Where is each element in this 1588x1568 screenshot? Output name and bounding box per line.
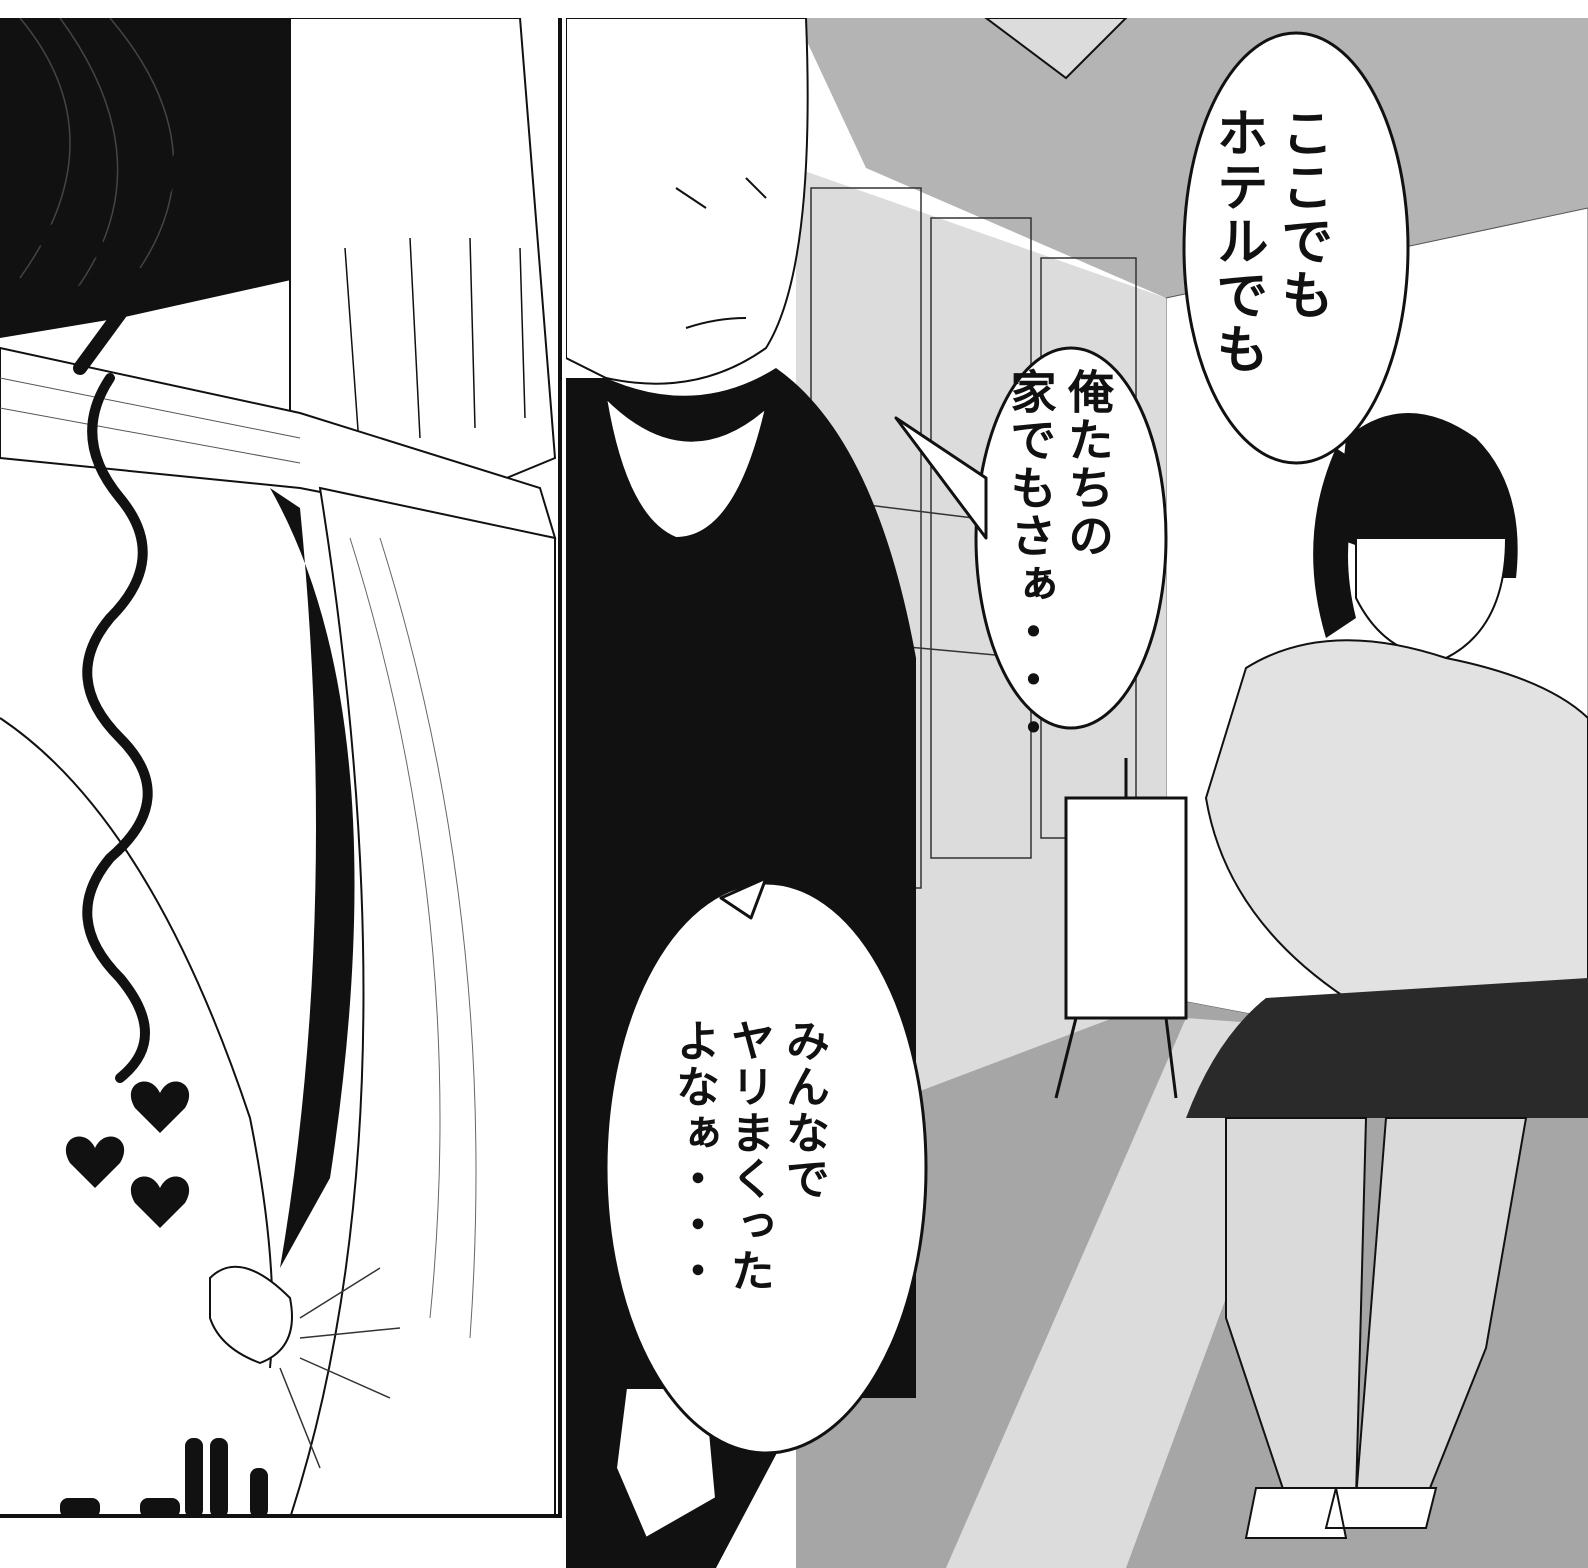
right-thigh: [290, 486, 556, 1514]
man-head: [566, 18, 809, 385]
speech-line: みんなで: [778, 1018, 829, 1202]
easel: [1054, 758, 1188, 1099]
speech-bubble-bottom-tail: [719, 876, 768, 920]
left-panel-art: [0, 18, 557, 1514]
right-panel-art: [566, 18, 1588, 1568]
woman-shoes: [1244, 1487, 1438, 1539]
speech-bubble-bottom: [604, 881, 928, 1455]
waistband-lines: [0, 377, 301, 464]
speech-line: 家でもさぁ・・・: [1003, 368, 1058, 752]
squiggle-line: [82, 373, 153, 1083]
woman-skirt: [1186, 978, 1588, 1118]
dark-gap: [270, 488, 355, 1268]
finger-tip: [209, 1265, 293, 1365]
speech-text-middle: 俺たちの 家でもさぁ・・・: [1001, 368, 1116, 768]
speech-line: よなぁ・・・: [668, 1018, 719, 1294]
thigh-contour-lines: [349, 537, 477, 1339]
speech-line: ヤリまくった: [723, 1018, 774, 1294]
speech-text-bottom: みんなで ヤリまくった よなぁ・・・: [666, 1018, 831, 1418]
speech-bubble-top: [1182, 31, 1410, 465]
motion-dashes: [13, 51, 257, 375]
woman-blouse: [1204, 639, 1588, 999]
ceiling-light: [984, 18, 1128, 80]
speech-line: 俺たちの: [1061, 368, 1115, 560]
man-neck-area: [604, 395, 768, 540]
woman-hair: [1336, 413, 1518, 578]
left-panel: [0, 18, 562, 1518]
right-panel: ここでも ホテルでも 俺たちの 家でもさぁ・・・ みんなで ヤリまくった よなぁ…: [566, 18, 1588, 1568]
finger-lines: [344, 237, 526, 459]
woman-ponytail: [1313, 448, 1366, 638]
bottom-sfx-marks: [60, 1438, 268, 1514]
speech-line: ここでも: [1272, 106, 1332, 322]
speech-text-top: ここでも ホテルでも: [1204, 106, 1334, 436]
woman-figure: [1186, 413, 1588, 1539]
impact-lines: [279, 1267, 401, 1469]
heart-marks: [65, 1081, 190, 1228]
man-face-features: [675, 177, 767, 329]
speech-bubble-middle: [974, 346, 1168, 730]
speech-bubble-middle-tail: [894, 416, 988, 540]
woman-legs: [1225, 1117, 1528, 1499]
speech-line: ホテルでも: [1207, 106, 1267, 376]
